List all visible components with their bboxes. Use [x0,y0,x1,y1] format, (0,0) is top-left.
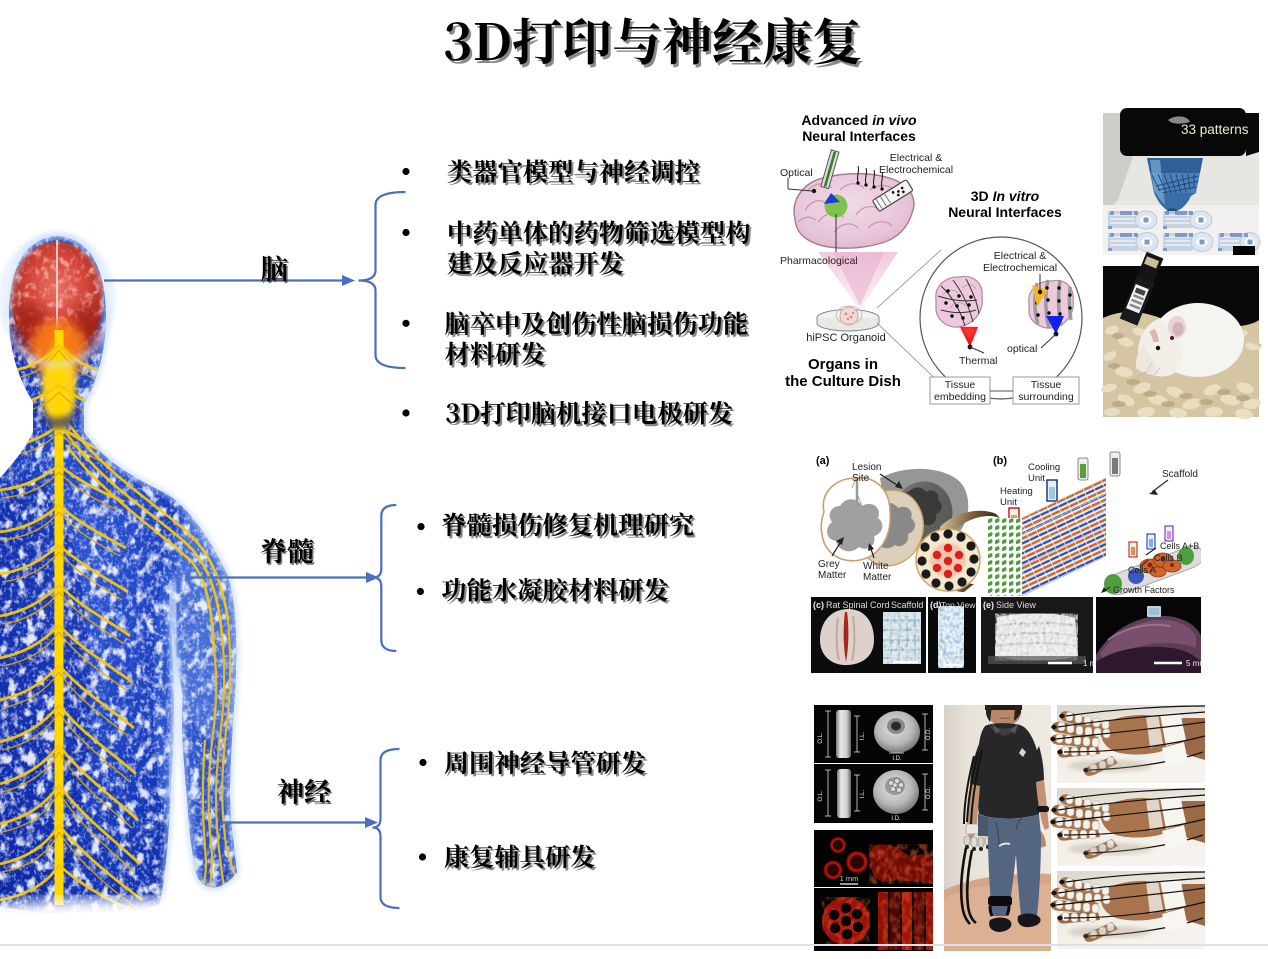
svg-text:Unit: Unit [1028,473,1045,484]
svg-text:Tissue: Tissue [945,379,976,391]
svg-text:the Culture Dish: the Culture Dish [785,373,901,390]
svg-text:Unit: Unit [1000,497,1017,508]
svg-text:O.L.: O.L. [818,732,824,744]
svg-text:(b): (b) [993,455,1007,467]
svg-text:Heating: Heating [1000,486,1033,497]
svg-text:1 mm: 1 mm [944,657,962,664]
svg-text:I.L.: I.L. [860,732,866,741]
svg-text:(d): (d) [930,600,942,610]
svg-text:Cooling: Cooling [1028,462,1060,473]
svg-text:3D In vitro: 3D In vitro [971,188,1040,204]
svg-text:Rat Spinal Cord: Rat Spinal Cord [826,600,890,610]
svg-text:Advanced in vivo: Advanced in vivo [801,112,917,128]
svg-text:I.D.: I.D. [892,756,902,762]
svg-text:Scaffold: Scaffold [1162,469,1198,480]
svg-text:Scaffold: Scaffold [891,600,923,610]
svg-text:Tissue: Tissue [1031,379,1062,391]
svg-text:O.D.: O.D. [926,787,932,800]
svg-text:33 patterns: 33 patterns [1181,122,1249,137]
svg-text:I.L.: I.L. [860,790,866,799]
svg-text:Lesion: Lesion [852,462,881,473]
svg-text:5 mm: 5 mm [1186,659,1201,668]
svg-text:1 mm: 1 mm [840,874,859,883]
svg-text:embedding: embedding [934,391,986,403]
svg-text:White: White [863,561,889,572]
svg-text:Top View: Top View [941,600,976,610]
svg-text:Pharmacological: Pharmacological [780,255,858,267]
svg-text:Growth Factors: Growth Factors [1113,585,1175,595]
svg-text:Electrical &: Electrical & [890,152,943,164]
svg-text:I.D.: I.D. [891,816,901,822]
svg-text:O.L.: O.L. [818,790,824,802]
svg-text:hiPSC Organoid: hiPSC Organoid [806,332,886,344]
svg-text:optical: optical [1007,343,1037,355]
svg-text:Side View: Side View [996,600,1036,610]
svg-text:(e): (e) [983,600,994,610]
svg-text:Neural Interfaces: Neural Interfaces [802,128,916,144]
svg-text:Cells A: Cells A [1128,565,1156,575]
svg-text:(c): (c) [813,600,824,610]
svg-text:1 mm: 1 mm [1083,659,1103,668]
svg-text:(a): (a) [816,455,830,467]
svg-text:Matter: Matter [818,570,847,581]
svg-text:Electrochemical: Electrochemical [879,164,953,176]
svg-text:Optical: Optical [780,167,813,179]
svg-text:Neural Interfaces: Neural Interfaces [948,204,1062,220]
svg-text:1 mm: 1 mm [896,654,914,661]
svg-text:O.D.: O.D. [926,728,932,741]
svg-text:Cells A+B: Cells A+B [1160,541,1199,551]
svg-text:Electrical &: Electrical & [994,250,1047,262]
svg-text:Matter: Matter [863,572,892,583]
svg-text:Site: Site [852,473,870,484]
svg-text:Thermal: Thermal [959,355,998,367]
svg-text:Electrochemical: Electrochemical [983,262,1057,274]
svg-text:Grey: Grey [818,559,840,570]
svg-text:Cells B: Cells B [1154,553,1183,563]
svg-text:surrounding: surrounding [1018,391,1074,403]
svg-text:Organs in: Organs in [808,356,878,373]
